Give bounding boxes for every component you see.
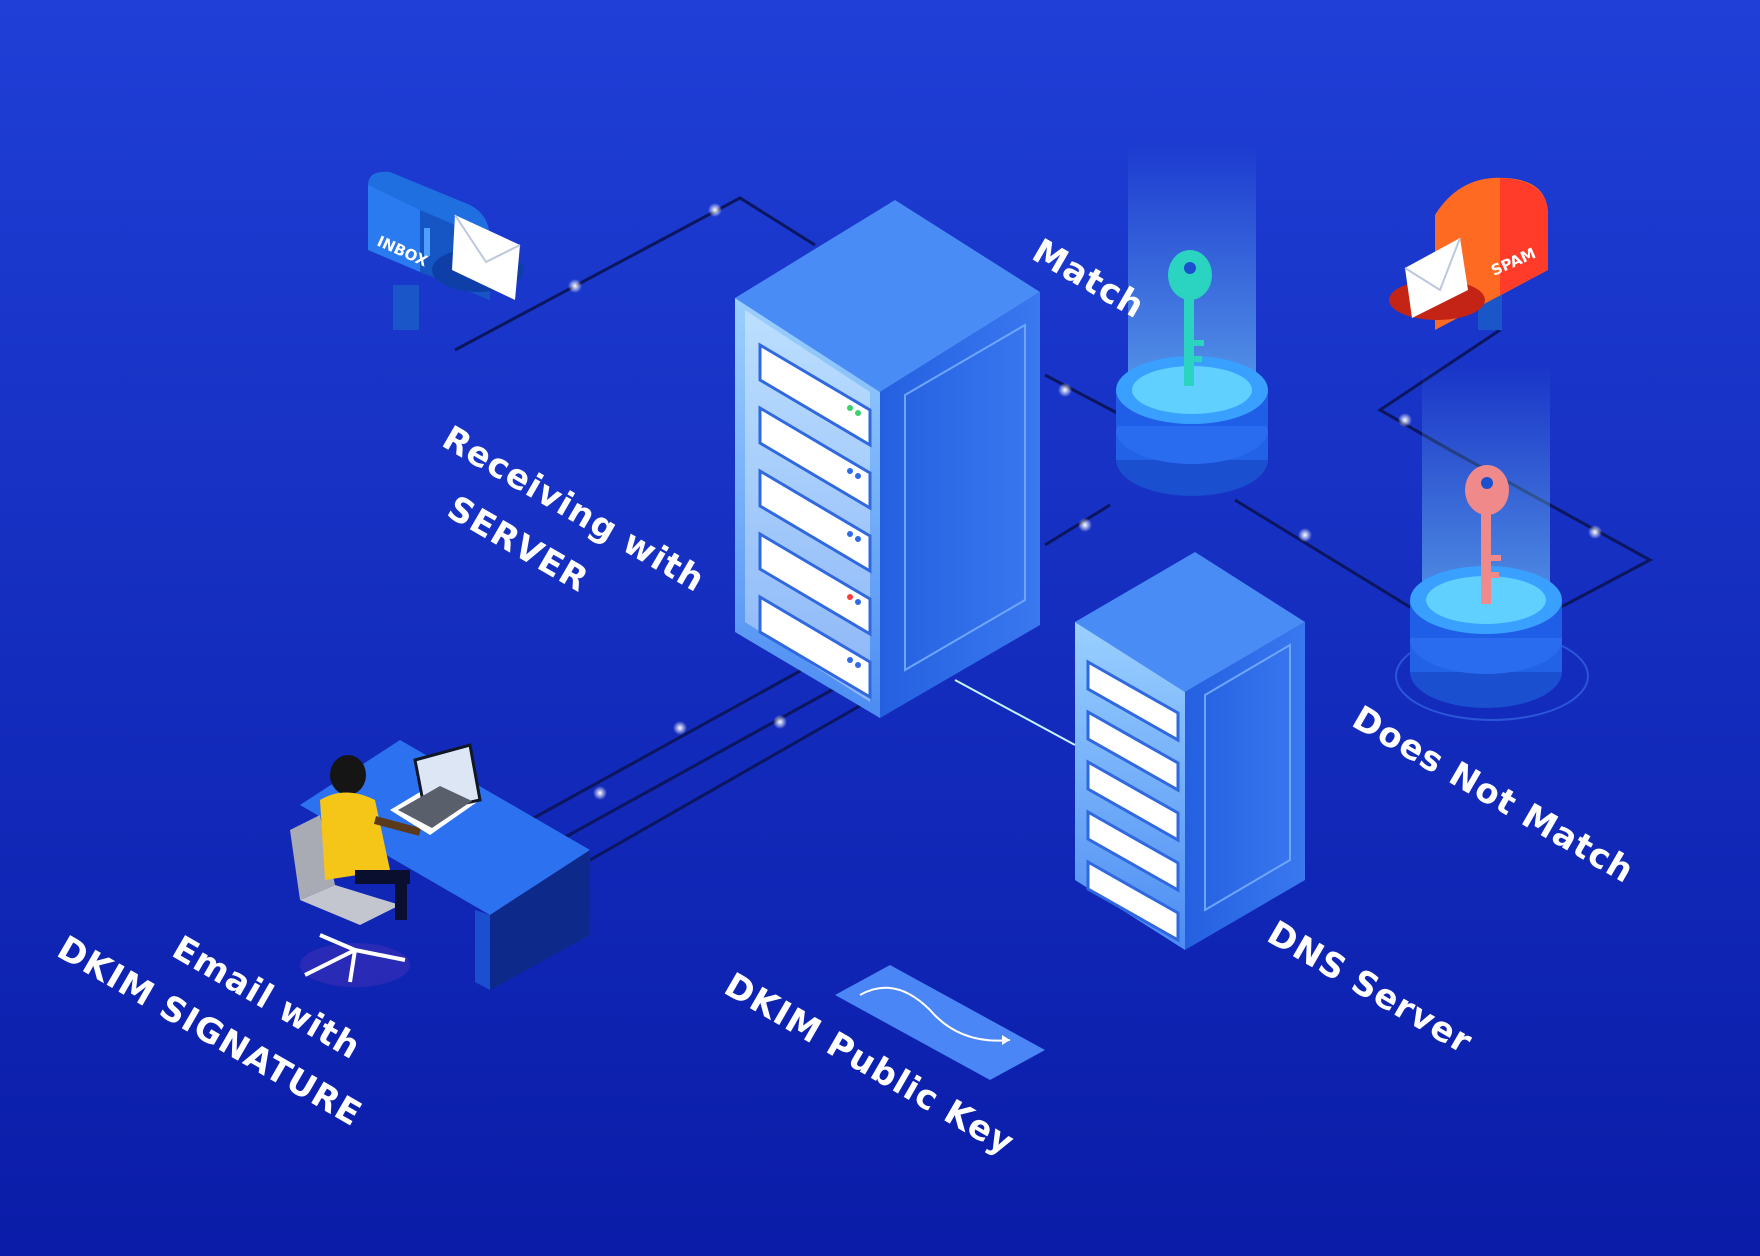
server-rack-icon xyxy=(758,342,872,700)
mailbox-inbox-icon: INBOX xyxy=(368,171,524,330)
nomatch-pedestal xyxy=(1395,365,1589,721)
key-icon xyxy=(1465,465,1509,604)
key-icon xyxy=(1168,250,1212,386)
dkim-public-key-card xyxy=(835,965,1045,1080)
receiving-server xyxy=(735,200,1040,718)
desk-workstation xyxy=(290,740,590,990)
connection-glow-dots xyxy=(568,203,1602,800)
dns-server xyxy=(1075,552,1305,950)
laptop-icon xyxy=(390,743,482,835)
chair xyxy=(304,933,406,983)
server-rack-icon xyxy=(1086,659,1180,943)
match-pedestal xyxy=(1116,145,1268,496)
person xyxy=(320,755,422,920)
mailbox-spam-icon: SPAM xyxy=(1389,177,1548,330)
server-status-leds xyxy=(847,405,861,668)
